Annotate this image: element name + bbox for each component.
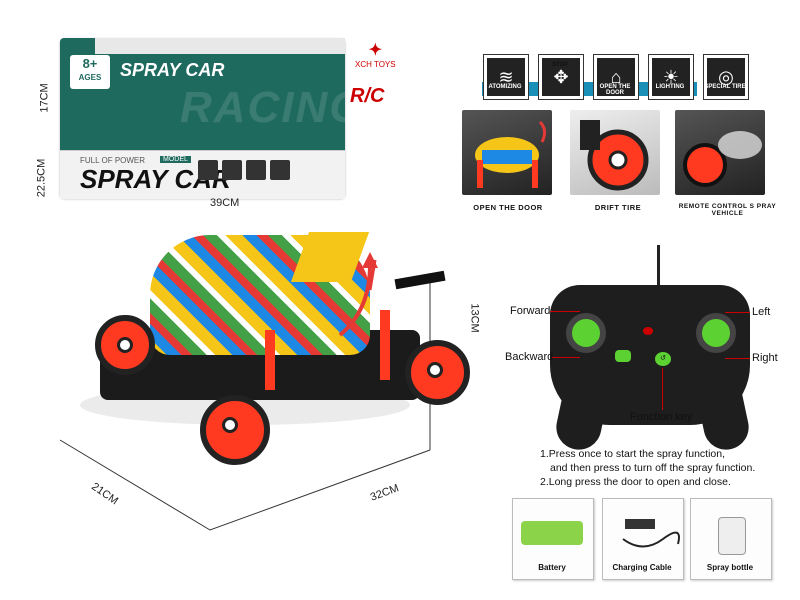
maker-name: XCH TOYS: [355, 60, 396, 69]
battery-icon: [521, 521, 583, 545]
spray-bottle-icon: [718, 517, 746, 555]
age-badge: 8+ AGES: [70, 55, 110, 89]
open-door-illustration: [475, 120, 547, 188]
photo-spray: [675, 110, 765, 195]
rc-logo: R/C: [350, 85, 385, 107]
photo-open-door: [462, 110, 552, 195]
lighting-icon: ☀: [649, 55, 693, 99]
instruction-line: 1.Press once to start the spray function…: [540, 448, 726, 460]
function-key-button[interactable]: ↺: [655, 352, 671, 366]
light-icon: [222, 160, 242, 180]
car-wheel: [405, 340, 470, 405]
car-icon: [198, 160, 218, 180]
photo-caption: REMOTE CONTROL S PRAY VEHICLE: [678, 203, 777, 217]
function-key-pointer: [662, 368, 663, 410]
door-button[interactable]: [615, 350, 631, 362]
forward-pointer: [550, 311, 580, 312]
model-badge: MODEL: [160, 156, 191, 163]
feature-bar: [482, 82, 697, 96]
car-wheel: [95, 315, 155, 375]
right-label: Right: [752, 352, 778, 364]
box-width-dim: 39CM: [210, 197, 240, 209]
feature-label: OPEN THE DOOR: [599, 84, 631, 96]
box-top-face: [95, 38, 345, 54]
function-key-label: Function key: [630, 411, 693, 423]
charging-cable-icon: [622, 519, 680, 548]
car-wheel: [200, 395, 270, 465]
atomizing-icon: ≋: [484, 55, 528, 99]
accessory-label: Spray bottle: [706, 563, 754, 572]
box-height-dim: 17CM: [38, 83, 51, 113]
open-door-icon: ⌂: [594, 55, 638, 99]
car-shock: [265, 330, 275, 390]
photo-caption: DRIFT TIRE: [594, 203, 642, 212]
feature-label: ATOMIZING: [488, 84, 522, 90]
feature-label: LIGHTING: [655, 84, 685, 90]
instruction-line: 2.Long press the door to open and close.: [540, 476, 731, 488]
antenna: [657, 245, 660, 295]
backward-pointer: [552, 357, 580, 358]
feature-label: SPECIAL TIRE: [704, 84, 746, 90]
spray-illustration: [683, 131, 762, 187]
maker-logo: ✦ XCH TOYS: [355, 40, 396, 69]
feature-label: STOP: [551, 62, 569, 68]
forward-label: Forward: [510, 305, 551, 317]
maker-mark-icon: ✦: [368, 42, 382, 59]
box-depth-dim: 22.5CM: [35, 158, 48, 198]
box-watermark: RACING: [180, 83, 345, 132]
age-label: AGES: [78, 73, 102, 82]
car-height-dim: 13CM: [468, 303, 481, 333]
right-stick[interactable]: [696, 313, 736, 353]
backward-label: Backward: [505, 351, 554, 363]
tire-icon: [246, 160, 266, 180]
accessory-label: Charging Cable: [612, 563, 672, 572]
special-tire-icon: ◎: [704, 55, 748, 99]
box-side-subtitle: FULL OF POWER: [80, 156, 146, 165]
drift-tire-illustration: [580, 120, 649, 191]
instruction-line: and then press to turn off the spray fun…: [550, 462, 756, 474]
left-label: Left: [752, 306, 771, 318]
power-indicator: [643, 327, 653, 335]
box-feature-icons: [198, 160, 290, 180]
cable-card: [602, 498, 684, 580]
spray-icon: [270, 160, 290, 180]
spray-bottle-card: [690, 498, 772, 580]
box-brand-title: SPRAY CAR: [120, 60, 225, 80]
accessory-label: Battery: [538, 563, 566, 572]
left-stick[interactable]: [566, 313, 606, 353]
photo-drift-tire: [570, 110, 660, 195]
left-pointer: [725, 312, 750, 313]
car-shock: [380, 310, 390, 380]
right-pointer: [725, 358, 750, 359]
instructions: 1.Press once to start the spray function…: [540, 447, 755, 489]
door-arrow-icon: [338, 252, 378, 337]
battery-card: [512, 498, 594, 580]
photo-caption: OPEN THE DOOR: [473, 203, 543, 212]
age-number: 8+: [82, 56, 98, 71]
stop-icon: ✥: [539, 55, 583, 99]
